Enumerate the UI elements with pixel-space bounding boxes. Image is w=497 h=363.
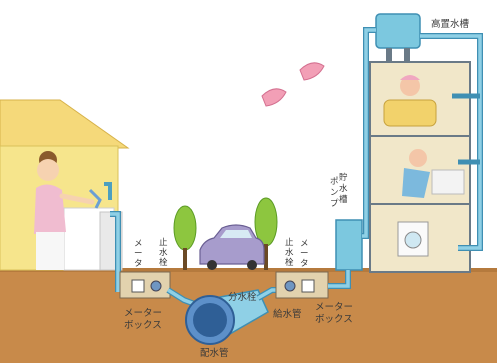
pump-label-char: 槽 bbox=[339, 194, 348, 205]
distribution-main-label: 配水管 bbox=[200, 347, 229, 359]
stop-valve-left-char: 水 bbox=[159, 247, 168, 258]
meter-box-left-line2: ボックス bbox=[124, 320, 162, 331]
meter-left-char: メ bbox=[134, 239, 143, 249]
stop-valve-left-char: 止 bbox=[159, 237, 168, 248]
bird-lower bbox=[261, 88, 287, 107]
bird-upper bbox=[299, 62, 325, 81]
meter-box-left-line1: メーター bbox=[124, 308, 162, 319]
distribution-main-pipe bbox=[185, 289, 269, 345]
car bbox=[199, 224, 265, 270]
meter-box-right bbox=[275, 271, 329, 299]
ground-top-edge bbox=[0, 268, 497, 272]
meter-right-char: タ bbox=[300, 259, 309, 269]
meter-left-char: ー bbox=[134, 249, 143, 259]
stop-valve-right-char: 止 bbox=[285, 237, 294, 248]
stop-valve-left-label: 止 水 栓 bbox=[159, 237, 168, 268]
pump-label-char: ポ bbox=[330, 177, 339, 187]
meter-right-char: ー bbox=[300, 249, 309, 259]
tree-left bbox=[173, 205, 197, 270]
house-faucet bbox=[104, 182, 112, 200]
meter-box-right-line1: メーター bbox=[315, 302, 353, 313]
stop-valve-right-char: 水 bbox=[285, 247, 294, 258]
stop-valve-right-char: 栓 bbox=[285, 257, 294, 268]
meter-left-char: タ bbox=[134, 259, 143, 269]
meter-right-label: メ ー タ bbox=[300, 239, 309, 269]
woman-figure bbox=[34, 151, 102, 270]
tree-right bbox=[254, 197, 278, 270]
meter-left-label: メ ー タ bbox=[134, 239, 143, 269]
elevated-tank-label: 高置水槽 bbox=[431, 18, 470, 30]
storage-tank-pump-label: 貯 水 槽 ポ ン プ bbox=[330, 172, 348, 209]
meter-box-right-line2: ボックス bbox=[315, 314, 353, 325]
meter-box-left bbox=[119, 271, 171, 299]
stop-valve-left-char: 栓 bbox=[159, 257, 168, 268]
meter-right-char: メ bbox=[300, 239, 309, 249]
supply-pipe-label: 給水管 bbox=[273, 308, 302, 320]
storage-tank bbox=[335, 219, 363, 271]
elevated-tank bbox=[375, 13, 421, 62]
pump-label-char: 水 bbox=[339, 183, 348, 194]
pump-label-char: プ bbox=[330, 199, 339, 209]
pump-label-char: 貯 bbox=[339, 172, 348, 183]
pump-label-char: ン bbox=[330, 188, 339, 198]
branch-valve-label: 分水栓 bbox=[228, 291, 257, 303]
stop-valve-right-label: 止 水 栓 bbox=[285, 237, 294, 268]
meter-box-left-label: メーター ボックス bbox=[124, 308, 162, 331]
meter-box-right-label: メーター ボックス bbox=[315, 302, 353, 325]
